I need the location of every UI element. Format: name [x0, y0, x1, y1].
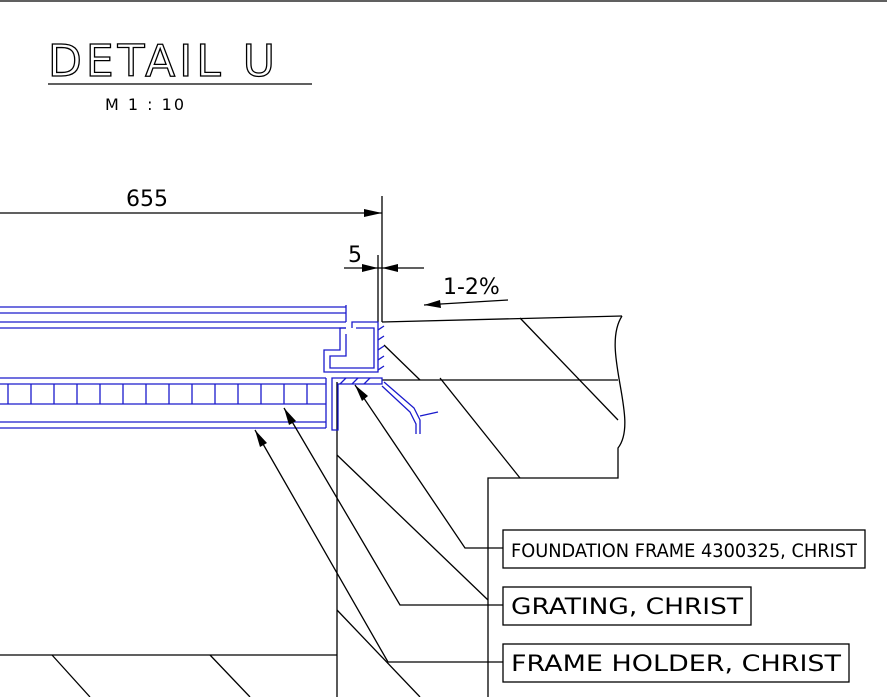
slope-arrowhead [424, 300, 441, 308]
grating-label: GRATING, CHRIST [511, 595, 744, 620]
frame-holder-label: FRAME HOLDER, CHRIST [511, 652, 842, 677]
scale-label: M 1 : 10 [105, 95, 186, 114]
frame-holder-label-box [502, 643, 850, 683]
foundation-frame-label: FOUNDATION FRAME 4300325, CHRIST [511, 540, 857, 562]
slope-text: 1-2% [443, 275, 500, 300]
dim-655-text: 655 [126, 187, 168, 212]
frame-gap-hatch [339, 325, 385, 385]
dim-5-arrow-right [382, 264, 398, 272]
leader-lines [254, 384, 503, 663]
surrounding-structure [0, 315, 626, 697]
dim-5-text: 5 [348, 243, 362, 268]
dim-5-arrow-left [362, 264, 378, 272]
grating-label-box [502, 586, 752, 626]
grating-assembly [0, 305, 439, 434]
detail-title: DETAIL U [48, 36, 279, 87]
dim-655-arrow [364, 209, 382, 217]
foundation-frame-label-box [502, 529, 866, 569]
